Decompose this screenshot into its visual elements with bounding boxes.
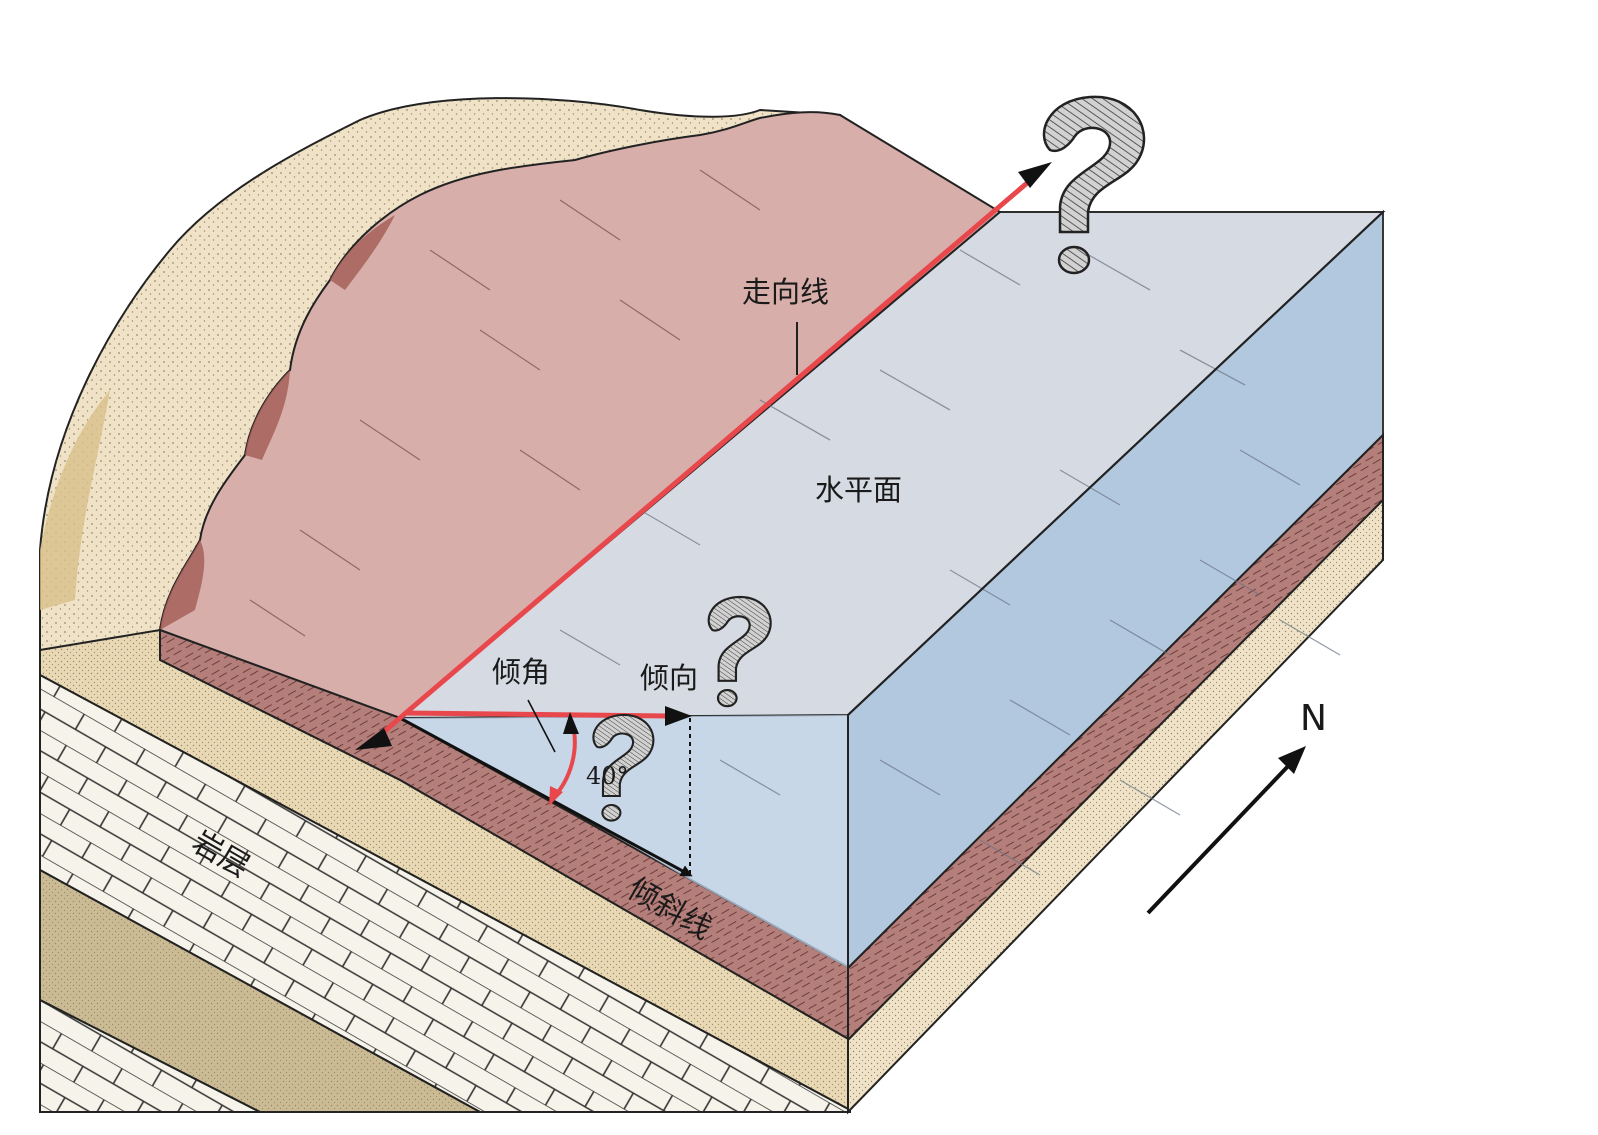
pink-rock-shade bbox=[160, 215, 395, 630]
north-arrow-head bbox=[1278, 746, 1306, 774]
pink-rock-surface bbox=[158, 111, 1002, 720]
dip-direction-label: 倾向 bbox=[640, 661, 698, 695]
question-mark-icon bbox=[707, 596, 772, 708]
strike-arrow-up bbox=[1018, 162, 1052, 188]
strike-line bbox=[378, 170, 1042, 737]
horizontal-plane-label: 水平面 bbox=[815, 473, 902, 507]
question-mark-icon bbox=[592, 713, 655, 822]
water-block-front bbox=[400, 715, 848, 968]
olive-layer-texture bbox=[40, 870, 480, 1112]
sand-layer-upper-texture bbox=[40, 630, 850, 1110]
dip-angle-leader bbox=[527, 699, 556, 753]
dip-direction-arrow bbox=[665, 706, 692, 726]
north-label: N bbox=[1300, 698, 1327, 739]
limestone-layer bbox=[39, 673, 851, 1113]
strike-arrow-down bbox=[355, 728, 392, 750]
sand-outcrop-shade bbox=[40, 390, 110, 610]
pink-rock-lines bbox=[249, 169, 761, 637]
question-mark-icon bbox=[1042, 95, 1146, 275]
block-inner-edge bbox=[847, 211, 1384, 716]
dip-line bbox=[399, 716, 693, 877]
north-arrow-icon bbox=[1146, 760, 1294, 915]
limestone-layer-lower bbox=[39, 998, 261, 1113]
dip-angle-arrow-up bbox=[563, 712, 579, 734]
strike-line-label: 走向线 bbox=[742, 275, 829, 309]
dip-angle-arrow-down bbox=[549, 786, 563, 806]
water-ripples bbox=[559, 249, 1341, 876]
right-sand-texture bbox=[848, 500, 1383, 1112]
dip-angle-label: 倾角 bbox=[492, 655, 550, 689]
angle-value-label: 40° bbox=[586, 762, 629, 790]
